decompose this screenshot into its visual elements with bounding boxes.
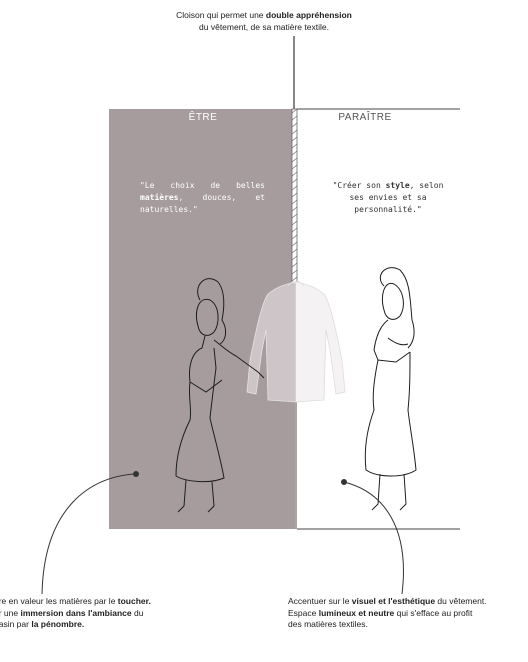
right-callout-dot	[341, 479, 347, 485]
etre-quote-emphasis: matières	[140, 193, 179, 202]
etre-caption-emphasis-1: toucher.	[118, 596, 151, 606]
partition-note-line-1: Cloison qui permet une double appréhensi…	[0, 10, 528, 22]
garment-right-half	[296, 282, 345, 402]
paraitre-caption-text-2b: qui s'efface au profit	[394, 608, 472, 618]
paraitre-caption-line-2: Espace lumineux et neutre qui s'efface a…	[288, 608, 528, 620]
woman-figure-right	[365, 268, 416, 510]
etre-caption-line-2: er une immersion dans l'ambiance du	[0, 608, 194, 620]
paraitre-caption-emphasis-2: lumineux et neutre	[319, 608, 395, 618]
paraitre-caption-text-2: Espace	[288, 608, 319, 618]
etre-caption-text-2b: du	[132, 608, 144, 618]
etre-caption-text-2: er une	[0, 608, 20, 618]
paraitre-caption-line-1: Accentuer sur le visuel et l'esthétique …	[288, 596, 528, 608]
paraitre-label: PARAÎTRE	[300, 112, 430, 123]
paraitre-caption: Accentuer sur le visuel et l'esthétique …	[288, 596, 528, 631]
etre-caption-text-3: gasin par	[0, 619, 31, 629]
partition-note-line-2: du vêtement, de sa matière textile.	[0, 22, 528, 34]
etre-quote-text: "Le choix de belles	[140, 181, 265, 190]
etre-label: ÊTRE	[109, 112, 297, 123]
paraitre-caption-text-1: Accentuer sur le	[288, 596, 352, 606]
paraitre-quote-text: "Créer son	[333, 181, 386, 190]
right-callout-curve	[344, 482, 403, 594]
paraitre-caption-emphasis-1: visuel et l'esthétique	[352, 596, 435, 606]
paraitre-caption-line-3: des matières textiles.	[288, 619, 528, 631]
paraitre-quote-emphasis: style	[386, 181, 410, 190]
partition-note-emphasis: double appréhension	[266, 10, 352, 20]
paraitre-caption-text-1b: du vêtement.	[435, 596, 487, 606]
etre-caption: ttre en valeur les matières par le touch…	[0, 596, 194, 631]
etre-caption-line-3: gasin par la pénombre.	[0, 619, 194, 631]
left-callout-dot	[133, 471, 139, 477]
etre-caption-emphasis-2: immersion dans l'ambiance	[20, 608, 131, 618]
etre-caption-emphasis-3: la pénombre.	[31, 619, 84, 629]
partition-note: Cloison qui permet une double appréhensi…	[0, 10, 528, 33]
etre-caption-text-1: ttre en valeur les matières par le	[0, 596, 118, 606]
partition-note-text: Cloison qui permet une	[176, 10, 266, 20]
paraitre-quote: "Créer son style, selon ses envies et sa…	[328, 180, 448, 216]
etre-quote: "Le choix de belles matières, douces, et…	[140, 180, 265, 216]
etre-caption-line-1: ttre en valeur les matières par le touch…	[0, 596, 194, 608]
